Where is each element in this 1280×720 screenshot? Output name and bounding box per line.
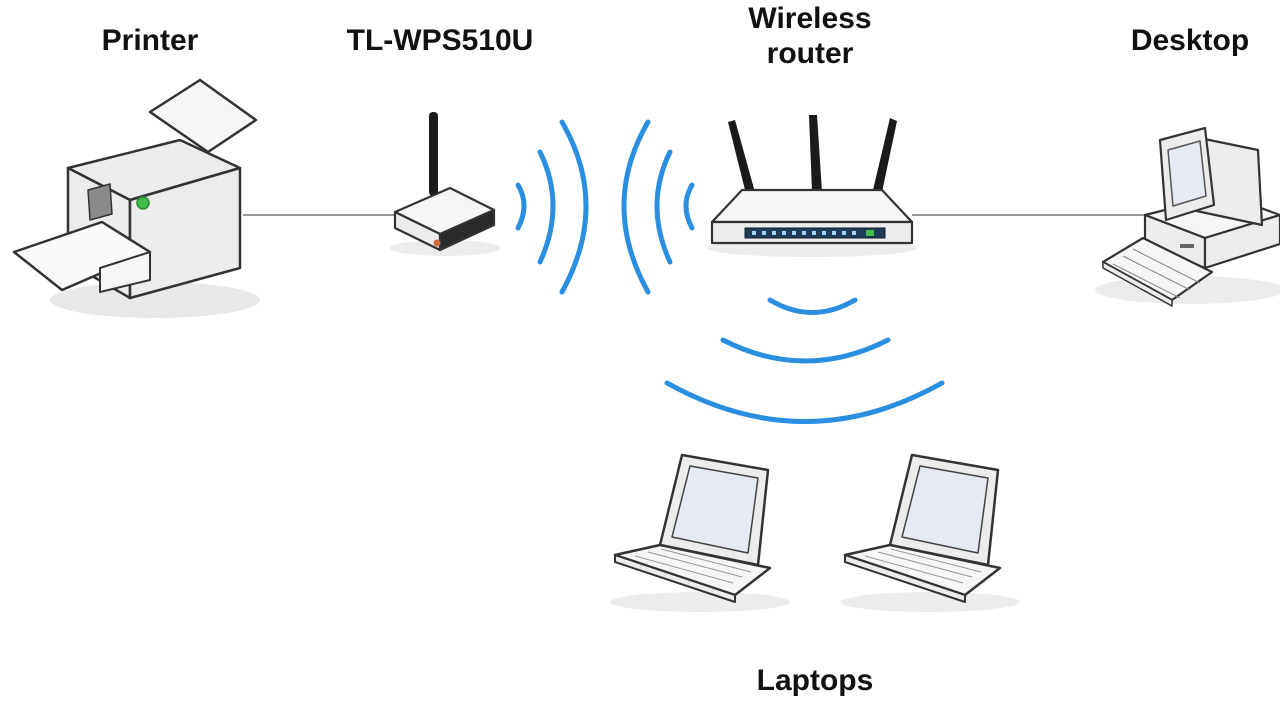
signal-arc-router-left-2 — [654, 149, 673, 265]
desktop-computer-icon — [1095, 126, 1280, 307]
router-label-line2: router — [766, 36, 854, 70]
signal-arc-router-down-3 — [664, 380, 945, 424]
signal-arc-router-left-3 — [621, 119, 651, 295]
router-label: Wireless router — [690, 2, 930, 71]
signal-arc-router-down-1 — [767, 297, 858, 315]
print-server-icon — [390, 112, 500, 256]
router-label-line1: Wireless — [748, 2, 872, 35]
signal-arc-print-server-1 — [515, 182, 527, 231]
laptop-icon — [610, 453, 790, 612]
desktop-label: Desktop — [1130, 24, 1250, 57]
printer-label: Printer — [101, 24, 199, 57]
laptop-icon — [840, 453, 1020, 612]
signal-arc-router-left-1 — [683, 182, 695, 231]
signal-arc-router-down-2 — [720, 337, 891, 364]
printer-icon — [12, 78, 260, 318]
laptops-label: Laptops — [756, 664, 874, 697]
print-server-label: TL-WPS510U — [346, 24, 534, 57]
router-icon — [707, 115, 917, 257]
wifi-signal-arcs — [515, 119, 945, 424]
signal-arc-print-server-3 — [559, 119, 589, 295]
signal-arc-print-server-2 — [537, 149, 556, 265]
